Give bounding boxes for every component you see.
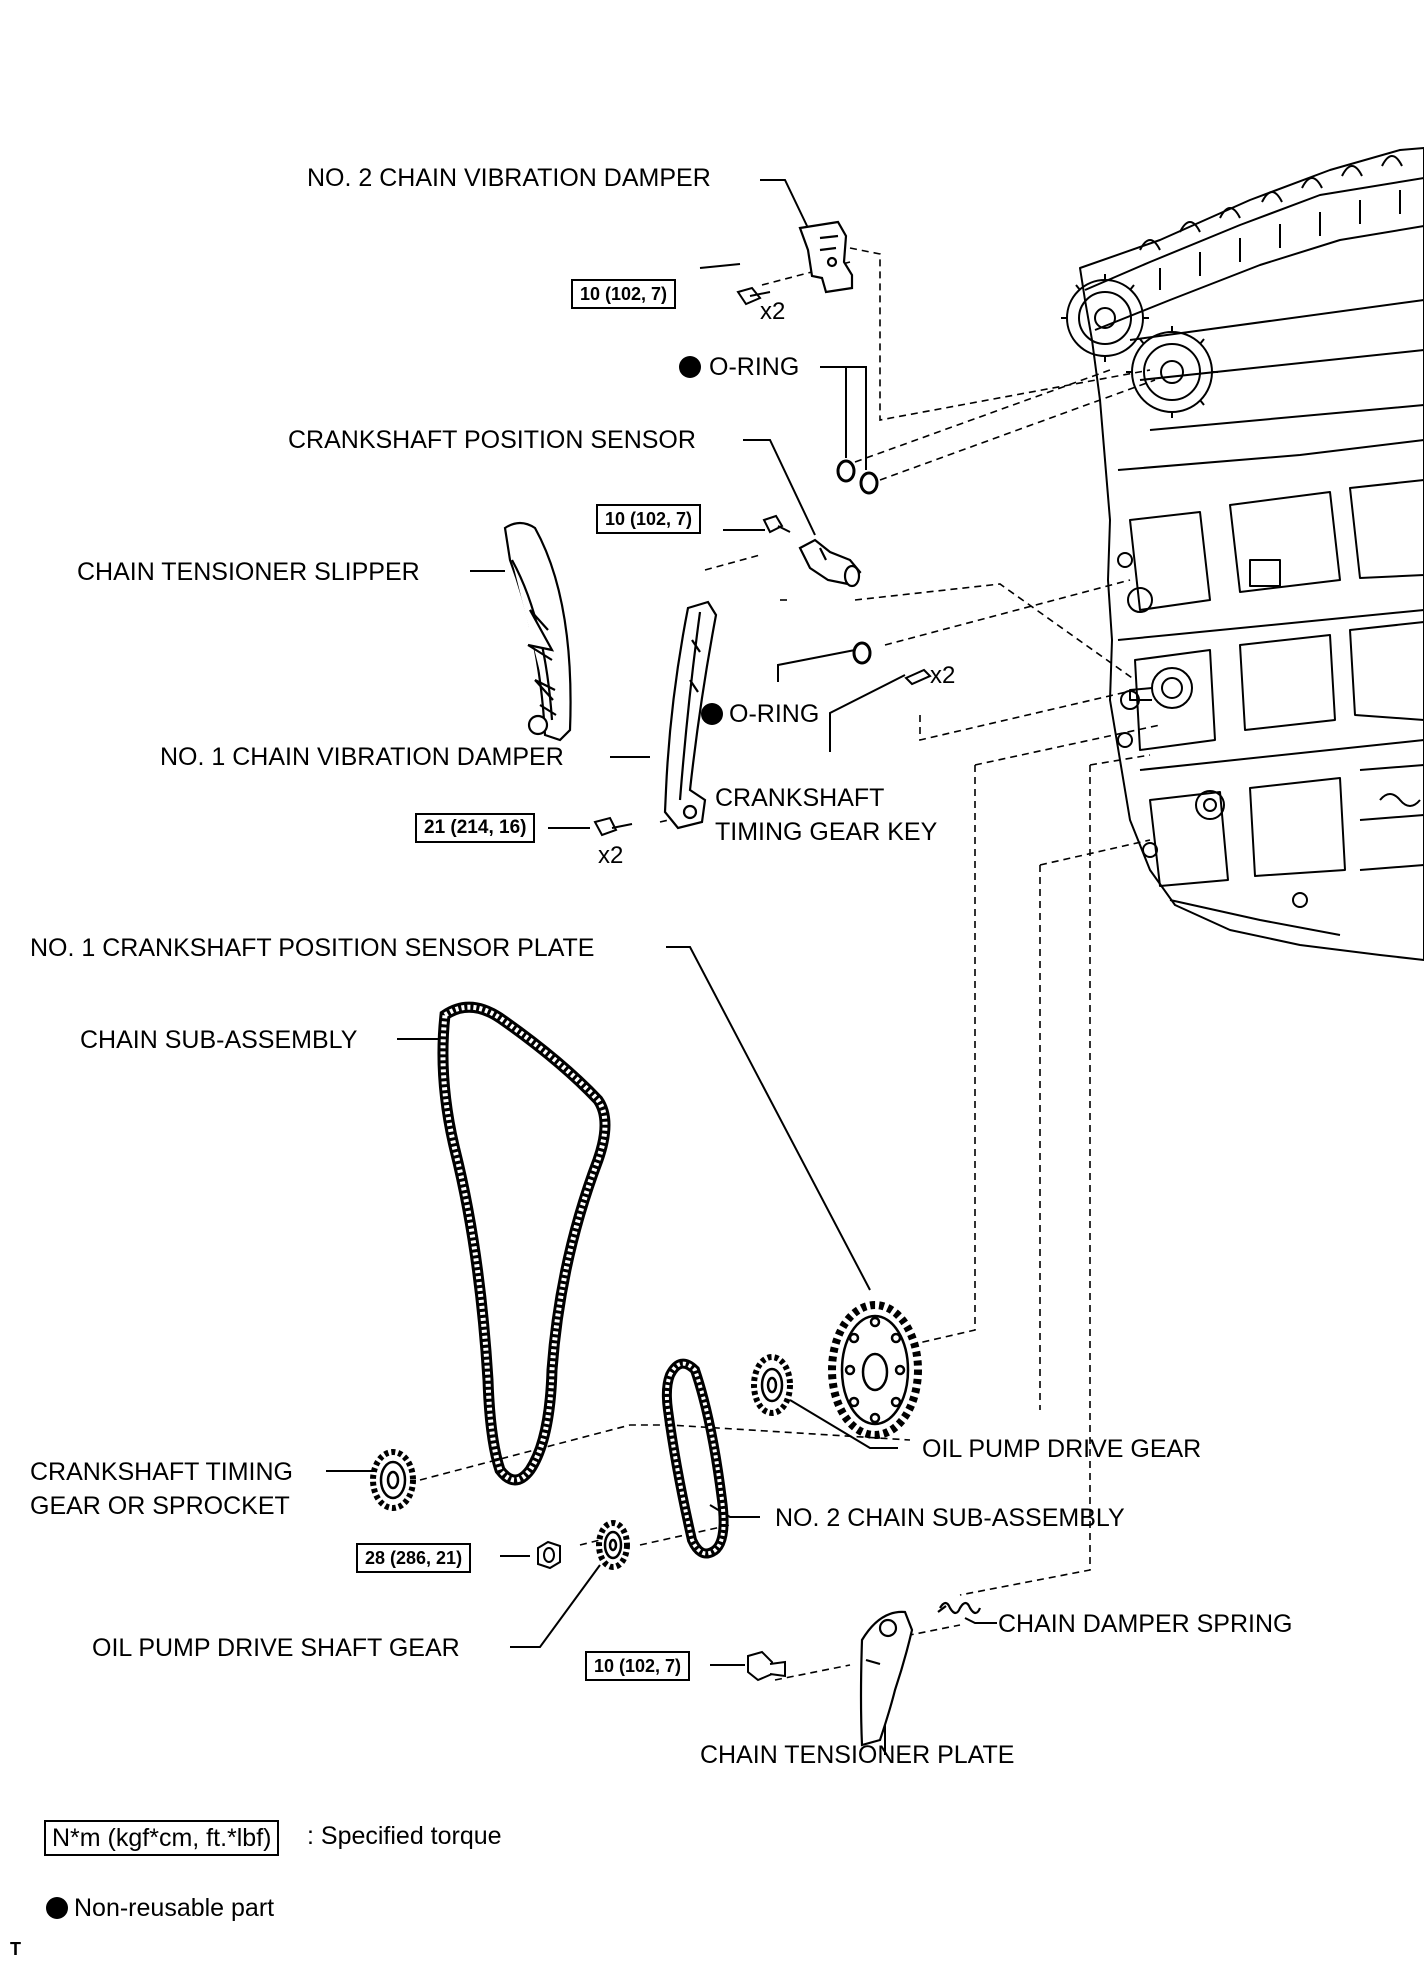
label-chain-tensioner-plate: CHAIN TENSIONER PLATE — [700, 1741, 1015, 1769]
sensor-plate-sprocket-part — [828, 1301, 922, 1439]
label-crankshaft-timing-gear-line1: CRANKSHAFT TIMING — [30, 1458, 293, 1486]
upper-o-rings-part — [836, 459, 879, 495]
label-o-ring-mid: O-RING — [729, 700, 820, 728]
sensor-bolt-part — [762, 514, 791, 534]
label-no2-chain-vibration-damper: NO. 2 CHAIN VIBRATION DAMPER — [307, 164, 711, 192]
label-no1-chain-vibration-damper: NO. 1 CHAIN VIBRATION DAMPER — [160, 743, 564, 771]
torque-box-no2-damper: 10 (102, 7) — [571, 279, 677, 309]
no1-chain-vibration-damper-part — [663, 600, 718, 830]
label-crankshaft-timing-gear-line2: GEAR OR SPROCKET — [30, 1492, 290, 1520]
qty-no1-damper-bolts: x2 — [598, 842, 624, 869]
torque-box-no1-damper: 21 (214, 16) — [415, 813, 536, 843]
legend-nonreusable-icon — [46, 1897, 68, 1919]
chain-tensioner-slipper-part — [503, 521, 572, 742]
crankshaft-timing-gear-part — [370, 1449, 416, 1511]
chain-sub-assembly-part — [437, 1001, 611, 1486]
label-no2-chain-sub-assembly: NO. 2 CHAIN SUB-ASSEMBLY — [775, 1504, 1125, 1532]
drive-shaft-gear-nut-part — [537, 1540, 561, 1570]
qty-no2-damper-bolts: x2 — [760, 298, 786, 325]
label-o-ring-top: O-RING — [709, 353, 800, 381]
label-oil-pump-drive-gear: OIL PUMP DRIVE GEAR — [922, 1435, 1202, 1463]
no1-damper-bolt-part — [593, 816, 633, 837]
torque-box-tensioner-plate: 10 (102, 7) — [585, 1651, 691, 1681]
legend-torque-unit: N*m (kgf*cm, ft.*lbf) — [44, 1820, 280, 1856]
qty-gear-key: x2 — [930, 662, 956, 689]
legend-nonreusable-description: Non-reusable part — [74, 1894, 275, 1922]
label-chain-sub-assembly: CHAIN SUB-ASSEMBLY — [80, 1026, 358, 1054]
chain-links-detail — [440, 1004, 608, 1483]
leader-lines — [326, 179, 997, 1755]
engine-block-drawing — [1061, 147, 1424, 961]
label-chain-tensioner-slipper: CHAIN TENSIONER SLIPPER — [77, 558, 420, 586]
legend-torque-description: : Specified torque — [307, 1822, 502, 1850]
oil-pump-drive-gear-part — [751, 1354, 793, 1416]
tensioner-plate-bolt-part — [747, 1650, 786, 1682]
nonreusable-marker-icon — [701, 703, 723, 725]
label-crankshaft-position-sensor: CRANKSHAFT POSITION SENSOR — [288, 426, 696, 454]
label-crankshaft-timing-gear-key-line1: CRANKSHAFT — [715, 784, 885, 812]
no2-chain-vibration-damper-part — [798, 220, 854, 294]
corner-mark: T — [10, 1939, 21, 1959]
torque-box-drive-shaft-gear-nut: 28 (286, 21) — [356, 1543, 472, 1573]
timing-gear-key-part — [904, 668, 932, 686]
no2-damper-bolt-part — [736, 286, 771, 306]
torque-box-sensor: 10 (102, 7) — [596, 504, 702, 534]
chain-damper-spring-part — [937, 1601, 982, 1615]
chain-tensioner-plate-part — [859, 1610, 914, 1747]
no2-chain-sub-assembly-part — [661, 1358, 729, 1559]
label-no1-crankshaft-position-sensor-plate: NO. 1 CRANKSHAFT POSITION SENSOR PLATE — [30, 934, 595, 962]
label-oil-pump-drive-shaft-gear: OIL PUMP DRIVE SHAFT GEAR — [92, 1634, 460, 1662]
crankshaft-position-sensor-part — [798, 538, 862, 588]
nonreusable-marker-icon — [679, 356, 701, 378]
mid-o-ring-part — [852, 641, 872, 665]
oil-pump-drive-shaft-gear-part — [596, 1520, 630, 1570]
label-chain-damper-spring: CHAIN DAMPER SPRING — [998, 1610, 1293, 1638]
label-crankshaft-timing-gear-key-line2: TIMING GEAR KEY — [715, 818, 938, 846]
